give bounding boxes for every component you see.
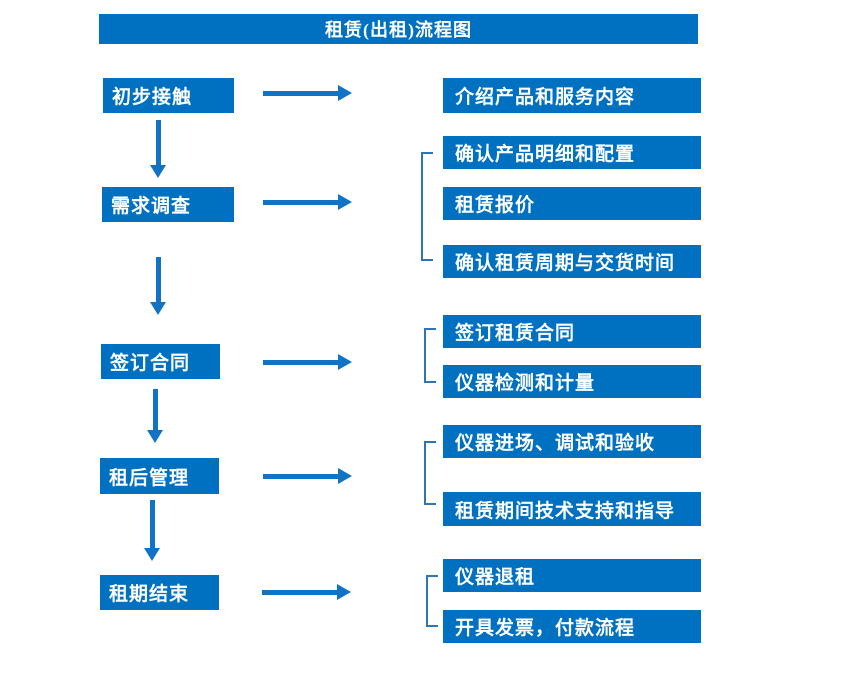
arrow-shaft [155, 257, 161, 303]
arrow-shaft [155, 120, 161, 166]
bracket-tick [426, 381, 436, 383]
stage-box-rental-end: 租期结束 [100, 575, 219, 610]
bracket-tick [426, 441, 436, 443]
arrow-head [338, 354, 352, 370]
detail-box-introduce-products-services: 介绍产品和服务内容 [443, 78, 701, 113]
stage-box-demand-survey: 需求调查 [102, 187, 234, 222]
arrow-shaft [263, 474, 339, 479]
arrow-shaft [263, 200, 339, 205]
arrow-head [144, 548, 160, 561]
bracket-connector-group-rental-end [426, 575, 438, 627]
detail-box-technical-support-guidance: 租赁期间技术支持和指导 [443, 492, 701, 526]
stage-box-post-rental-management: 租后管理 [100, 458, 219, 494]
detail-box-instrument-arrival-commissioning: 仪器进场、调试和验收 [443, 425, 701, 458]
connector-arrow-down-3-icon [147, 389, 163, 443]
bracket-connector-group-sign-contract [424, 328, 436, 383]
bracket-connector-group-post-rental [424, 441, 436, 505]
connector-arrow-down-2-icon [150, 257, 166, 315]
arrow-shaft [149, 500, 155, 549]
connector-arrow-down-4-icon [144, 500, 160, 561]
detail-box-invoice-payment-process: 开具发票，付款流程 [443, 610, 701, 643]
arrow-head [150, 165, 166, 178]
detail-box-instrument-testing-metering: 仪器检测和计量 [443, 365, 701, 398]
detail-box-confirm-product-details-config: 确认产品明细和配置 [443, 136, 701, 169]
bracket-tick [428, 625, 438, 627]
arrow-head [338, 85, 352, 101]
arrow-shaft [263, 91, 339, 96]
arrow-shaft [262, 590, 338, 595]
arrow-shaft [263, 360, 339, 365]
arrow-head [150, 302, 166, 315]
bracket-connector-group-demand-survey [421, 152, 433, 261]
detail-box-instrument-return: 仪器退租 [443, 559, 701, 592]
bracket-tick [426, 328, 436, 330]
flowchart-title: 租赁(出租)流程图 [99, 14, 698, 44]
connector-arrow-right-4-icon [263, 468, 352, 484]
arrow-head [337, 584, 351, 600]
arrow-head [338, 468, 352, 484]
arrow-head [147, 430, 163, 443]
bracket-tick [423, 152, 433, 154]
connector-arrow-right-3-icon [263, 354, 352, 370]
connector-arrow-right-5-icon [262, 584, 351, 600]
bracket-tick [428, 575, 438, 577]
connector-arrow-down-1-icon [150, 120, 166, 178]
connector-arrow-right-1-icon [263, 85, 352, 101]
arrow-head [338, 194, 352, 210]
bracket-tick [426, 503, 436, 505]
stage-box-initial-contact: 初步接触 [103, 78, 234, 113]
connector-arrow-right-2-icon [263, 194, 352, 210]
stage-box-sign-contract: 签订合同 [101, 344, 220, 379]
detail-box-sign-rental-contract: 签订租赁合同 [443, 315, 701, 348]
detail-box-confirm-rental-period-delivery: 确认租赁周期与交货时间 [443, 245, 701, 278]
bracket-tick [423, 259, 433, 261]
detail-box-rental-quotation: 租赁报价 [443, 187, 701, 220]
arrow-shaft [152, 389, 158, 431]
